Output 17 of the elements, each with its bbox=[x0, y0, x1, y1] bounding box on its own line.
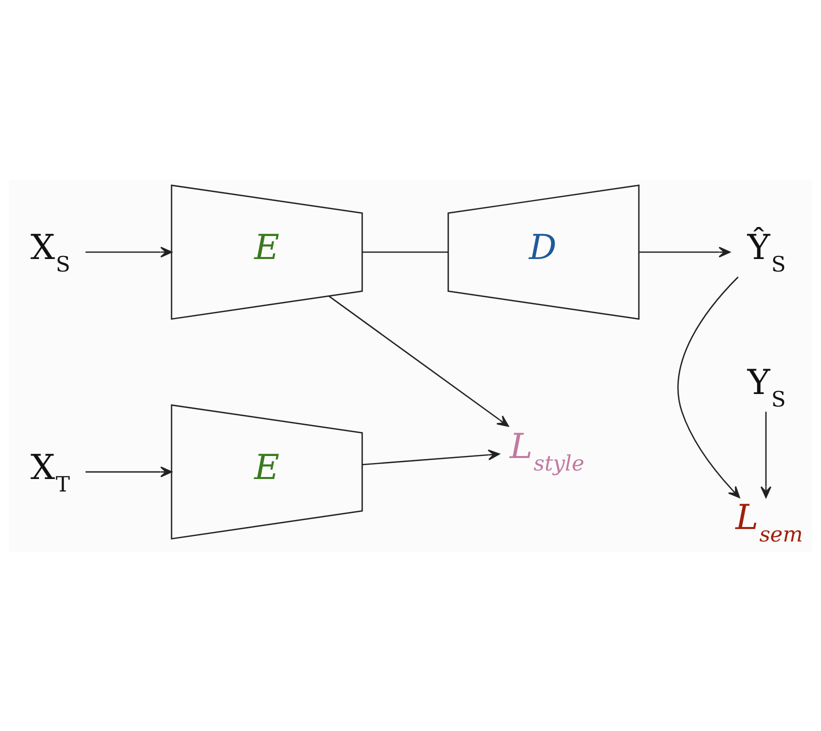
arrow bbox=[639, 246, 730, 258]
node-text: L$_{sem}$ bbox=[736, 498, 803, 546]
arrow bbox=[328, 295, 509, 426]
node-text: L$_{style}$ bbox=[510, 426, 584, 475]
arrow bbox=[86, 246, 172, 258]
arrow bbox=[362, 448, 500, 465]
node-text: X$_{T}$ bbox=[30, 447, 70, 496]
node-box: E bbox=[170, 184, 363, 320]
node-text: Y$_{S}$ bbox=[747, 362, 786, 412]
arrow bbox=[677, 276, 740, 498]
arrow bbox=[760, 411, 772, 498]
node-text: Ŷ$_{S}$ bbox=[747, 228, 786, 276]
node-text: X$_{S}$ bbox=[30, 228, 70, 276]
arrow bbox=[86, 466, 172, 477]
node-box: D bbox=[448, 184, 640, 320]
node-box: E bbox=[170, 404, 363, 540]
connector bbox=[362, 250, 448, 252]
